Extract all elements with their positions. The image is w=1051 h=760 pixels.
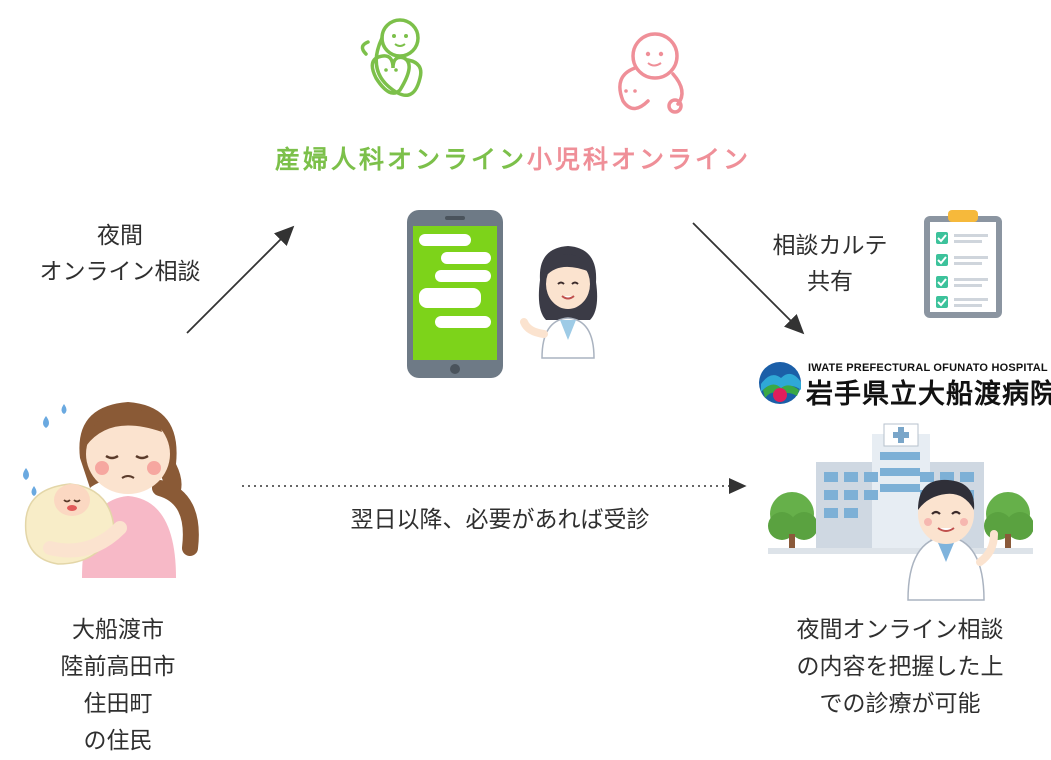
night-consult-label: 夜間 オンライン相談 (39, 223, 201, 285)
pediatrics-online-logo: 小児科オンライン (525, 8, 775, 178)
smartphone-chat-icon (407, 210, 503, 378)
female-doctor-illustration (520, 246, 598, 359)
obstetrics-online-logo: 産婦人科オンライン (270, 8, 524, 178)
arrow-consult (186, 225, 295, 334)
hospital-building-illustration (768, 423, 1033, 601)
mother-heart-icon (360, 18, 423, 97)
mother-baby-illustration (23, 402, 199, 578)
arrow-visit-next-day (242, 478, 747, 494)
pediatrics-online-name: 小児科オンライン (527, 145, 752, 174)
arrow-chart-share (692, 222, 805, 335)
obstetrics-online-name: 産婦人科オンライン (275, 145, 528, 174)
residents-label: 大船渡市 陸前高田市 住田町 の住民 (60, 617, 176, 754)
outcome-label: 夜間オンライン相談 の内容を把握した上 での診療が可能 (796, 617, 1004, 717)
child-stethoscope-icon (618, 32, 684, 114)
chart-share-label: 相談カルテ 共有 (772, 233, 888, 295)
hospital-name-en: IWATE PREFECTURAL OFUNATO HOSPITAL (808, 362, 1048, 374)
clipboard-checklist-icon (924, 210, 1002, 318)
hospital-emblem-icon (759, 362, 801, 404)
hospital-name-jp: 岩手県立大船渡病院 (806, 379, 1051, 410)
visit-next-day-label: 翌日以降、必要があれば受診 (350, 507, 650, 533)
